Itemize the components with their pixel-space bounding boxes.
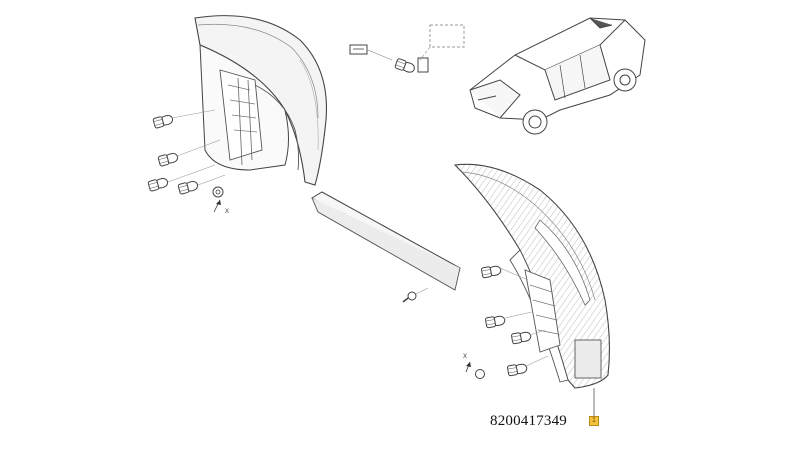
right-axis-arrow: X (463, 354, 471, 373)
left-nut (212, 186, 224, 198)
part-number-label: 8200417349 (490, 413, 567, 429)
left-axis-label: X (225, 209, 229, 215)
right-nut (475, 369, 485, 379)
car-thumbnail (469, 17, 646, 135)
screw (402, 287, 429, 303)
callout-marker[interactable]: 1 (589, 416, 599, 426)
top-bulb-assembly (349, 24, 465, 75)
left-bulb-1 (152, 113, 175, 129)
right-leader-lines (499, 267, 549, 367)
right-axis-label: X (463, 354, 467, 360)
right-bulb-3 (510, 330, 533, 345)
right-bulb-1 (480, 264, 503, 279)
center-strip-light (311, 191, 461, 291)
left-bulb-4 (177, 179, 200, 195)
left-bulb-3 (147, 176, 170, 192)
left-axis-arrow: X (213, 199, 229, 215)
right-tail-lamp (453, 163, 610, 416)
left-tail-lamp (194, 15, 328, 186)
dashed-box (429, 24, 465, 48)
right-bulb-4 (506, 362, 529, 377)
left-leader-lines (167, 109, 226, 186)
left-bulb-2 (157, 151, 180, 167)
right-bulb-2 (484, 314, 507, 329)
